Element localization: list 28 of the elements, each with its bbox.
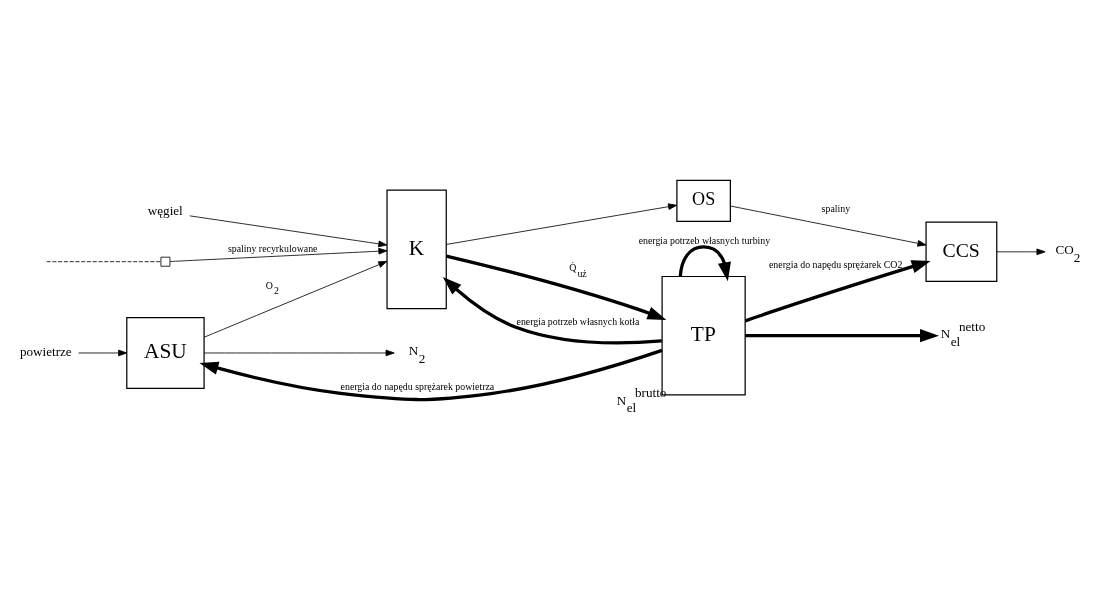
arrow	[203, 349, 395, 356]
arrow	[189, 214, 388, 247]
arrow	[199, 348, 663, 401]
edge-label: energia do napędu sprężarek powietrza	[340, 380, 495, 392]
node-text: węgiel	[147, 202, 183, 218]
connector	[46, 260, 162, 262]
arrow	[678, 244, 731, 281]
arrow	[745, 328, 939, 342]
node-box: CCS	[925, 221, 998, 282]
arrow	[744, 259, 931, 322]
arrow	[203, 260, 388, 338]
arrow	[730, 205, 927, 247]
edge-label: energia do napędu sprężarek CO2	[769, 258, 903, 270]
edge-label: energia potrzeb własnych turbiny	[638, 234, 771, 246]
node-box	[160, 256, 171, 267]
edge-label: spaliny recyrkulowane	[227, 242, 318, 254]
edge-label: energia potrzeb własnych kotła	[516, 315, 640, 327]
arrow	[442, 276, 662, 344]
node-box: ASU	[126, 316, 205, 389]
arrow	[996, 248, 1046, 255]
arrow	[446, 253, 667, 320]
node-box: OS	[676, 179, 731, 222]
node-text: powietrze	[19, 343, 72, 359]
arrow	[445, 202, 678, 245]
node-box: K	[386, 189, 447, 309]
arrow	[78, 349, 128, 356]
arrow	[169, 247, 388, 262]
edge-label: spaliny	[821, 202, 851, 214]
